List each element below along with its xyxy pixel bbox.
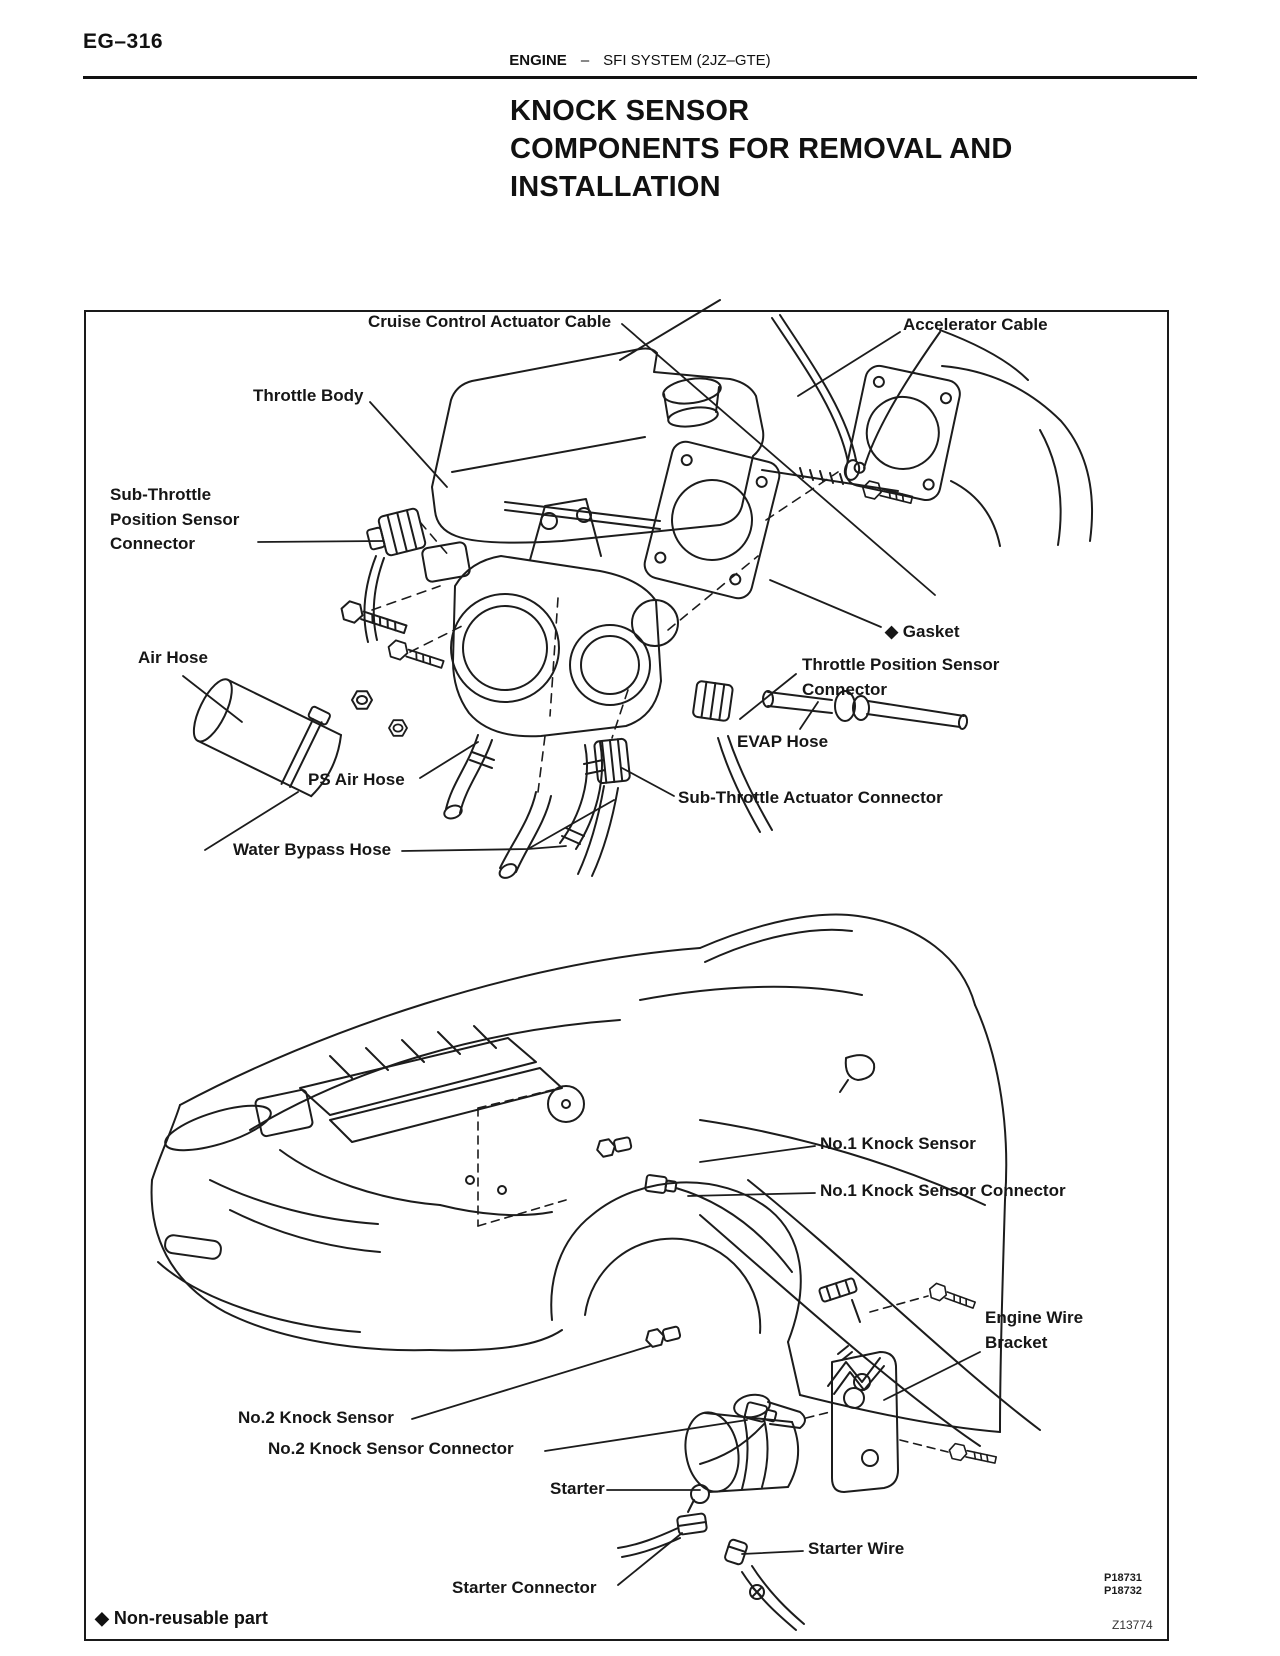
label-water-bypass-hose: Water Bypass Hose	[233, 840, 392, 859]
title-line-3: INSTALLATION	[510, 171, 721, 203]
label-throttle-body: Throttle Body	[253, 386, 364, 405]
header-rule	[83, 76, 1197, 79]
header-separator: –	[580, 52, 590, 69]
label-no2-knock-sensor-connector: No.2 Knock Sensor Connector	[268, 1439, 514, 1458]
title-line-2: COMPONENTS FOR REMOVAL AND	[510, 133, 1013, 165]
label-air-hose: Air Hose	[138, 648, 208, 667]
photo-codes: P18731 P18732	[1104, 1572, 1142, 1597]
label-cruise-control-actuator-cable: Cruise Control Actuator Cable	[368, 312, 612, 331]
label-sub-throttle-actuator-connector: Sub-Throttle Actuator Connector	[678, 788, 943, 807]
figure-frame	[84, 310, 1169, 1641]
page-code: EG–316	[83, 30, 164, 53]
label-ps-air-hose: PS Air Hose	[308, 770, 405, 789]
non-reusable-part-footnote: ◆ Non-reusable part	[95, 1608, 268, 1628]
label-no1-knock-sensor: No.1 Knock Sensor	[820, 1134, 976, 1153]
label-starter-connector: Starter Connector	[452, 1578, 597, 1597]
label-starter: Starter	[550, 1479, 605, 1498]
label-no1-knock-sensor-connector: No.1 Knock Sensor Connector	[820, 1181, 1066, 1200]
label-starter-wire: Starter Wire	[808, 1539, 905, 1558]
label-no2-knock-sensor: No.2 Knock Sensor	[238, 1408, 394, 1427]
label-accelerator-cable: Accelerator Cable	[903, 315, 1048, 334]
label-throttle-position-sensor-connector: Throttle Position Sensor Connector	[802, 655, 1000, 699]
header-subsection: SFI SYSTEM (2JZ–GTE)	[603, 52, 771, 69]
title-line-1: KNOCK SENSOR	[510, 95, 750, 127]
label-evap-hose: EVAP Hose	[737, 732, 829, 751]
page-title: KNOCK SENSOR COMPONENTS FOR REMOVAL AND …	[510, 92, 1013, 206]
header-section: ENGINE	[509, 52, 567, 69]
label-sub-throttle-position-sensor-connector: Sub-Throttle Position Sensor Connector	[110, 485, 240, 554]
running-header: ENGINE–SFI SYSTEM (2JZ–GTE)	[0, 52, 1280, 69]
label-gasket: ◆ Gasket	[885, 622, 960, 641]
label-engine-wire-bracket: Engine Wire Bracket	[985, 1308, 1084, 1352]
figure-code: Z13774	[1112, 1618, 1153, 1632]
